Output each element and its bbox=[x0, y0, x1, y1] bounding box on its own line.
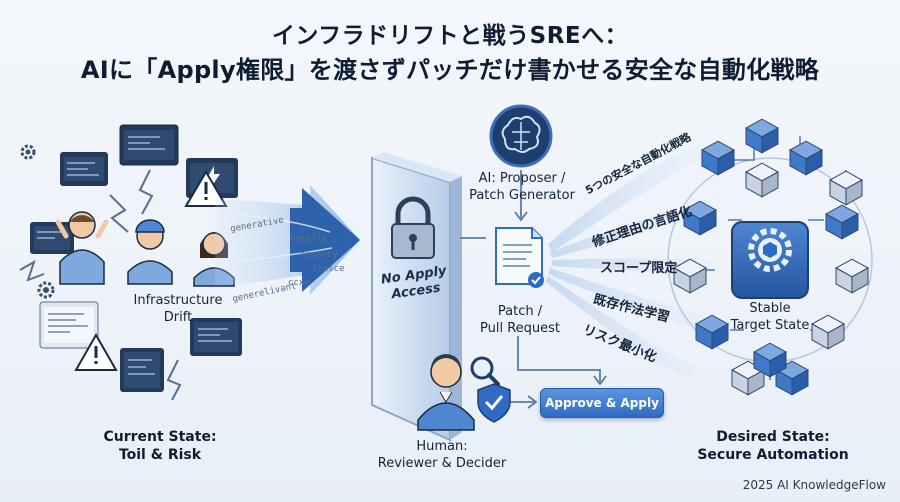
code-word: ccxe bbox=[288, 278, 310, 288]
cube-blue-icon bbox=[752, 342, 788, 378]
code-word: Recelle bbox=[290, 234, 328, 244]
automation-gear-icon bbox=[731, 221, 809, 299]
drift-chaos-group bbox=[19, 124, 242, 401]
cube-gray-icon bbox=[810, 314, 846, 350]
cube-cluster bbox=[672, 118, 870, 396]
page-title-line1: インフラドリフトと戦うSREへ： bbox=[271, 23, 629, 49]
stressed-engineer-icon bbox=[55, 211, 109, 285]
desired-state-label: Desired State: Secure Automation bbox=[697, 429, 849, 463]
flow-connectors bbox=[460, 170, 607, 409]
patch-document-icon bbox=[495, 227, 544, 288]
drift-label: Infrastructure Drift bbox=[133, 293, 223, 325]
cube-blue-icon bbox=[788, 140, 824, 176]
cube-blue-icon bbox=[824, 204, 860, 240]
code-word: cemancy bbox=[300, 250, 338, 260]
human-reviewer-icon bbox=[417, 354, 475, 431]
cube-blue-icon bbox=[774, 360, 810, 396]
padlock-icon bbox=[391, 196, 435, 259]
gear-icon bbox=[20, 144, 36, 160]
credit-text: 2025 AI KnowledgeFlow bbox=[742, 478, 886, 492]
cube-blue-icon bbox=[694, 314, 730, 350]
code-word: Tresce bbox=[312, 264, 345, 274]
monitor-icon bbox=[60, 152, 108, 186]
warning-icon bbox=[184, 170, 228, 207]
current-state-label: Current State: Toil & Risk bbox=[103, 429, 217, 463]
monitor-icon bbox=[119, 124, 179, 166]
cube-blue-icon bbox=[700, 140, 736, 176]
monitor-icon bbox=[190, 318, 242, 356]
target-state-label: Stable Target State bbox=[730, 301, 810, 333]
page-title-line2: AIに「Apply権限」を渡さずパッチだけ書かせる安全な自動化戦略 bbox=[80, 56, 820, 84]
ai-proposer-label: AI: Proposer / Patch Generator bbox=[469, 171, 575, 203]
patch-label: Patch / Pull Request bbox=[479, 304, 560, 336]
cube-gray-icon bbox=[744, 162, 780, 198]
cube-blue-icon bbox=[682, 200, 718, 236]
cube-blue-icon bbox=[744, 118, 780, 154]
shield-check-icon bbox=[477, 383, 511, 423]
human-reviewer-label: Human: Reviewer & Decider bbox=[377, 439, 507, 471]
engineer-helmet-icon bbox=[127, 219, 173, 285]
strategy-rays bbox=[546, 140, 712, 382]
drift-flow-arrow bbox=[215, 185, 360, 295]
cube-gray-icon bbox=[672, 258, 708, 294]
ai-brain-icon bbox=[489, 104, 553, 168]
cube-gray-icon bbox=[834, 258, 870, 294]
gear-icon bbox=[37, 281, 55, 299]
approve-apply-button[interactable]: Approve & Apply bbox=[540, 388, 664, 418]
warning-icon bbox=[74, 332, 118, 371]
cube-gray-icon bbox=[828, 170, 864, 206]
strategy-item: スコープ限定 bbox=[600, 261, 678, 276]
monitor-icon bbox=[39, 301, 99, 349]
monitor-icon bbox=[120, 348, 164, 392]
magnifier-icon bbox=[470, 356, 500, 386]
